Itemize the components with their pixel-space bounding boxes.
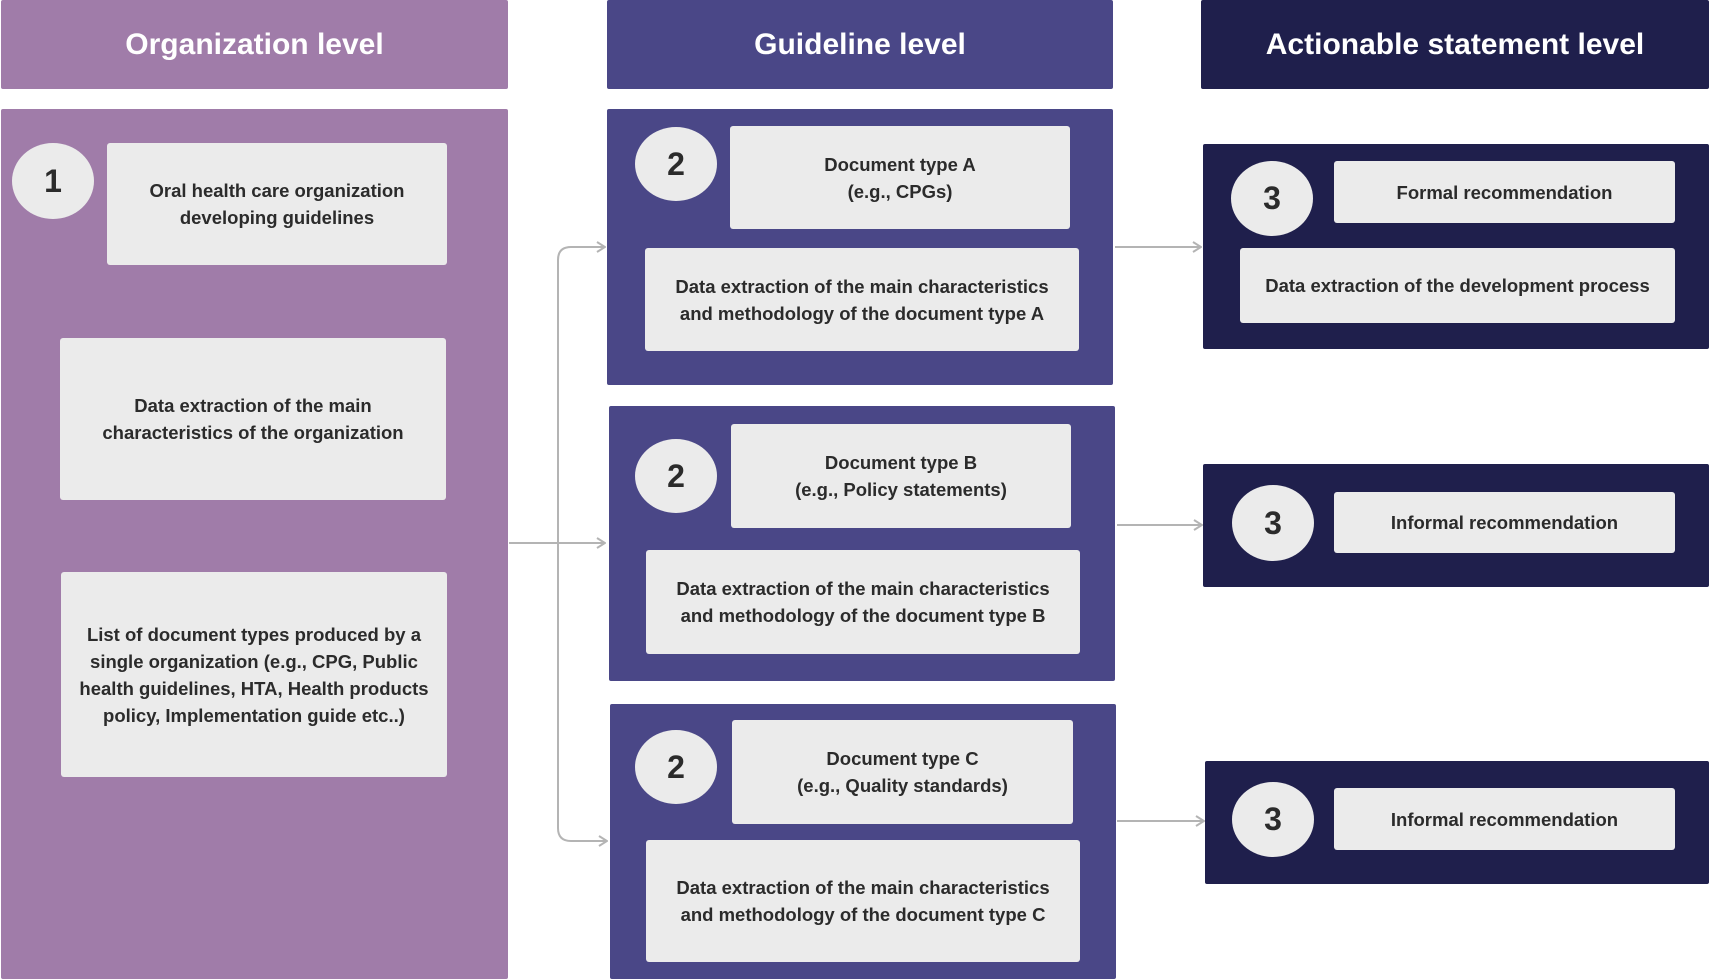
step-2-badge-a: 2 [635,127,717,201]
organization-extraction-box: Data extraction of the main characterist… [60,338,446,500]
organization-level-header: Organization level [1,0,508,89]
step-2-badge-c: 2 [635,730,717,804]
informal-recommendation-box-2: Informal recommendation [1334,788,1675,850]
formal-recommendation-box: Formal recommendation [1334,161,1675,223]
document-type-b-extraction-box: Data extraction of the main characterist… [646,550,1080,654]
document-type-b-box: Document type B (e.g., Policy statements… [731,424,1071,528]
document-type-a-extraction-box: Data extraction of the main characterist… [645,248,1079,351]
step-3-badge-2: 3 [1232,485,1314,561]
step-2-badge-b: 2 [635,439,717,513]
arrow-to-doc-type-a [557,247,605,543]
step-3-badge-1: 3 [1231,161,1313,236]
document-type-a-box: Document type A (e.g., CPGs) [730,126,1070,229]
guideline-level-header: Guideline level [607,0,1113,89]
arrow-to-doc-type-c [557,543,607,841]
step-1-badge: 1 [12,143,94,219]
document-type-c-box: Document type C (e.g., Quality standards… [732,720,1073,824]
organization-name-box: Oral health care organization developing… [107,143,447,265]
development-process-extraction-box: Data extraction of the development proce… [1240,248,1675,323]
actionable-statement-level-header: Actionable statement level [1201,0,1709,89]
document-type-c-extraction-box: Data extraction of the main characterist… [646,840,1080,962]
document-types-list-box: List of document types produced by a sin… [61,572,447,777]
step-3-badge-3: 3 [1232,782,1314,857]
informal-recommendation-box-1: Informal recommendation [1334,492,1675,553]
